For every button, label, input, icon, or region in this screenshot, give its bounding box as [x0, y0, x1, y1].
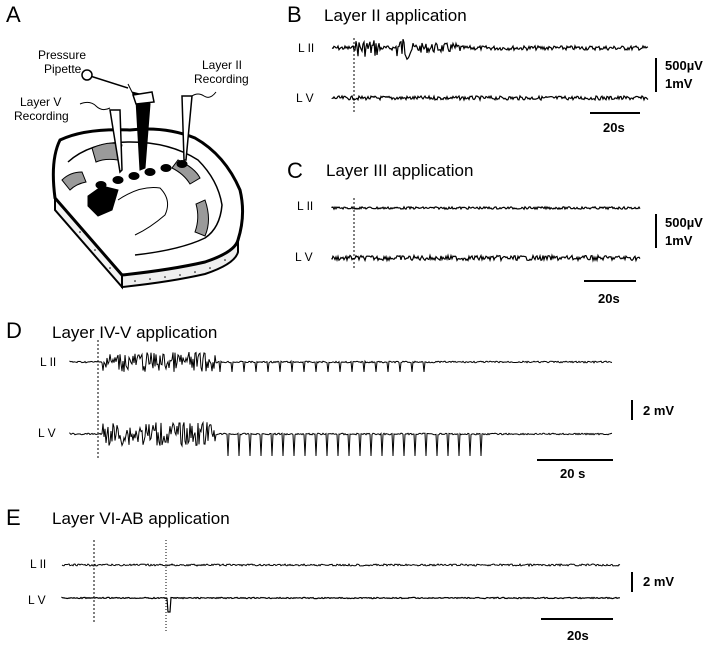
layer5-recording-label-1: Layer V [20, 95, 62, 109]
trace-b-lii [331, 39, 649, 61]
panel-c-scale-voltage-2: 1mV [665, 233, 693, 248]
trace-b-lv [331, 94, 649, 103]
pressure-label: Pressure [38, 48, 87, 62]
panel-b-scale-voltage-1: 500µV [665, 58, 703, 73]
panel-d-label-lii: L II [40, 355, 57, 369]
trace-e-lii [61, 563, 621, 568]
slice-schematic [51, 127, 245, 290]
layer5-recording-label-2: Recording [14, 109, 69, 123]
recording-electrode-layer5 [79, 101, 123, 174]
panel-b-scale-time: 20s [603, 120, 625, 135]
panel-d-scale-time: 20 s [560, 466, 586, 481]
panel-c-scale-voltage-1: 500µV [665, 215, 703, 230]
panel-a-letter: A [6, 2, 21, 27]
recording-electrode-layer2 [181, 91, 217, 161]
trace-c-lii [331, 205, 641, 211]
panel-c-letter: C [287, 158, 303, 183]
panel-c-traces [331, 198, 657, 282]
panel-e-scale-voltage: 2 mV [643, 574, 675, 589]
panel-e-label-lii: L II [30, 557, 47, 571]
panel-e-traces [61, 540, 633, 632]
layer2-recording-label-1: Layer II [202, 58, 243, 72]
panel-d-scale-voltage: 2 mV [643, 403, 675, 418]
panel-d-letter: D [6, 318, 22, 343]
layer2-recording-label-2: Recording [194, 72, 249, 86]
panel-b-title: Layer II application [324, 6, 467, 25]
panel-b-letter: B [287, 2, 302, 27]
pipette-label: Pipette [44, 62, 82, 76]
panel-d-traces [69, 340, 633, 461]
panel-d-title: Layer IV-V application [52, 323, 218, 342]
panel-e-label-lv: L V [28, 593, 46, 607]
panel-c-title: Layer III application [326, 161, 474, 180]
panel-b-scale-voltage-2: 1mV [665, 76, 693, 91]
panel-b-label-lv: L V [296, 91, 314, 105]
panel-c-label-lv: L V [295, 250, 313, 264]
panel-b-traces [331, 38, 657, 114]
panel-e-scale-time: 20s [567, 628, 589, 643]
panel-c-label-lii: L II [297, 199, 314, 213]
trace-d-lii [69, 351, 613, 373]
trace-d-lv [69, 420, 613, 457]
trace-e-lv [61, 596, 620, 613]
panel-c-scale-time: 20s [598, 291, 620, 306]
panel-d-label-lv: L V [38, 426, 56, 440]
pressure-pipette [81, 69, 155, 171]
panel-e-title: Layer VI-AB application [52, 509, 230, 528]
panel-e-letter: E [6, 505, 21, 530]
trace-c-lv [331, 253, 641, 263]
panel-b-label-lii: L II [298, 41, 315, 55]
